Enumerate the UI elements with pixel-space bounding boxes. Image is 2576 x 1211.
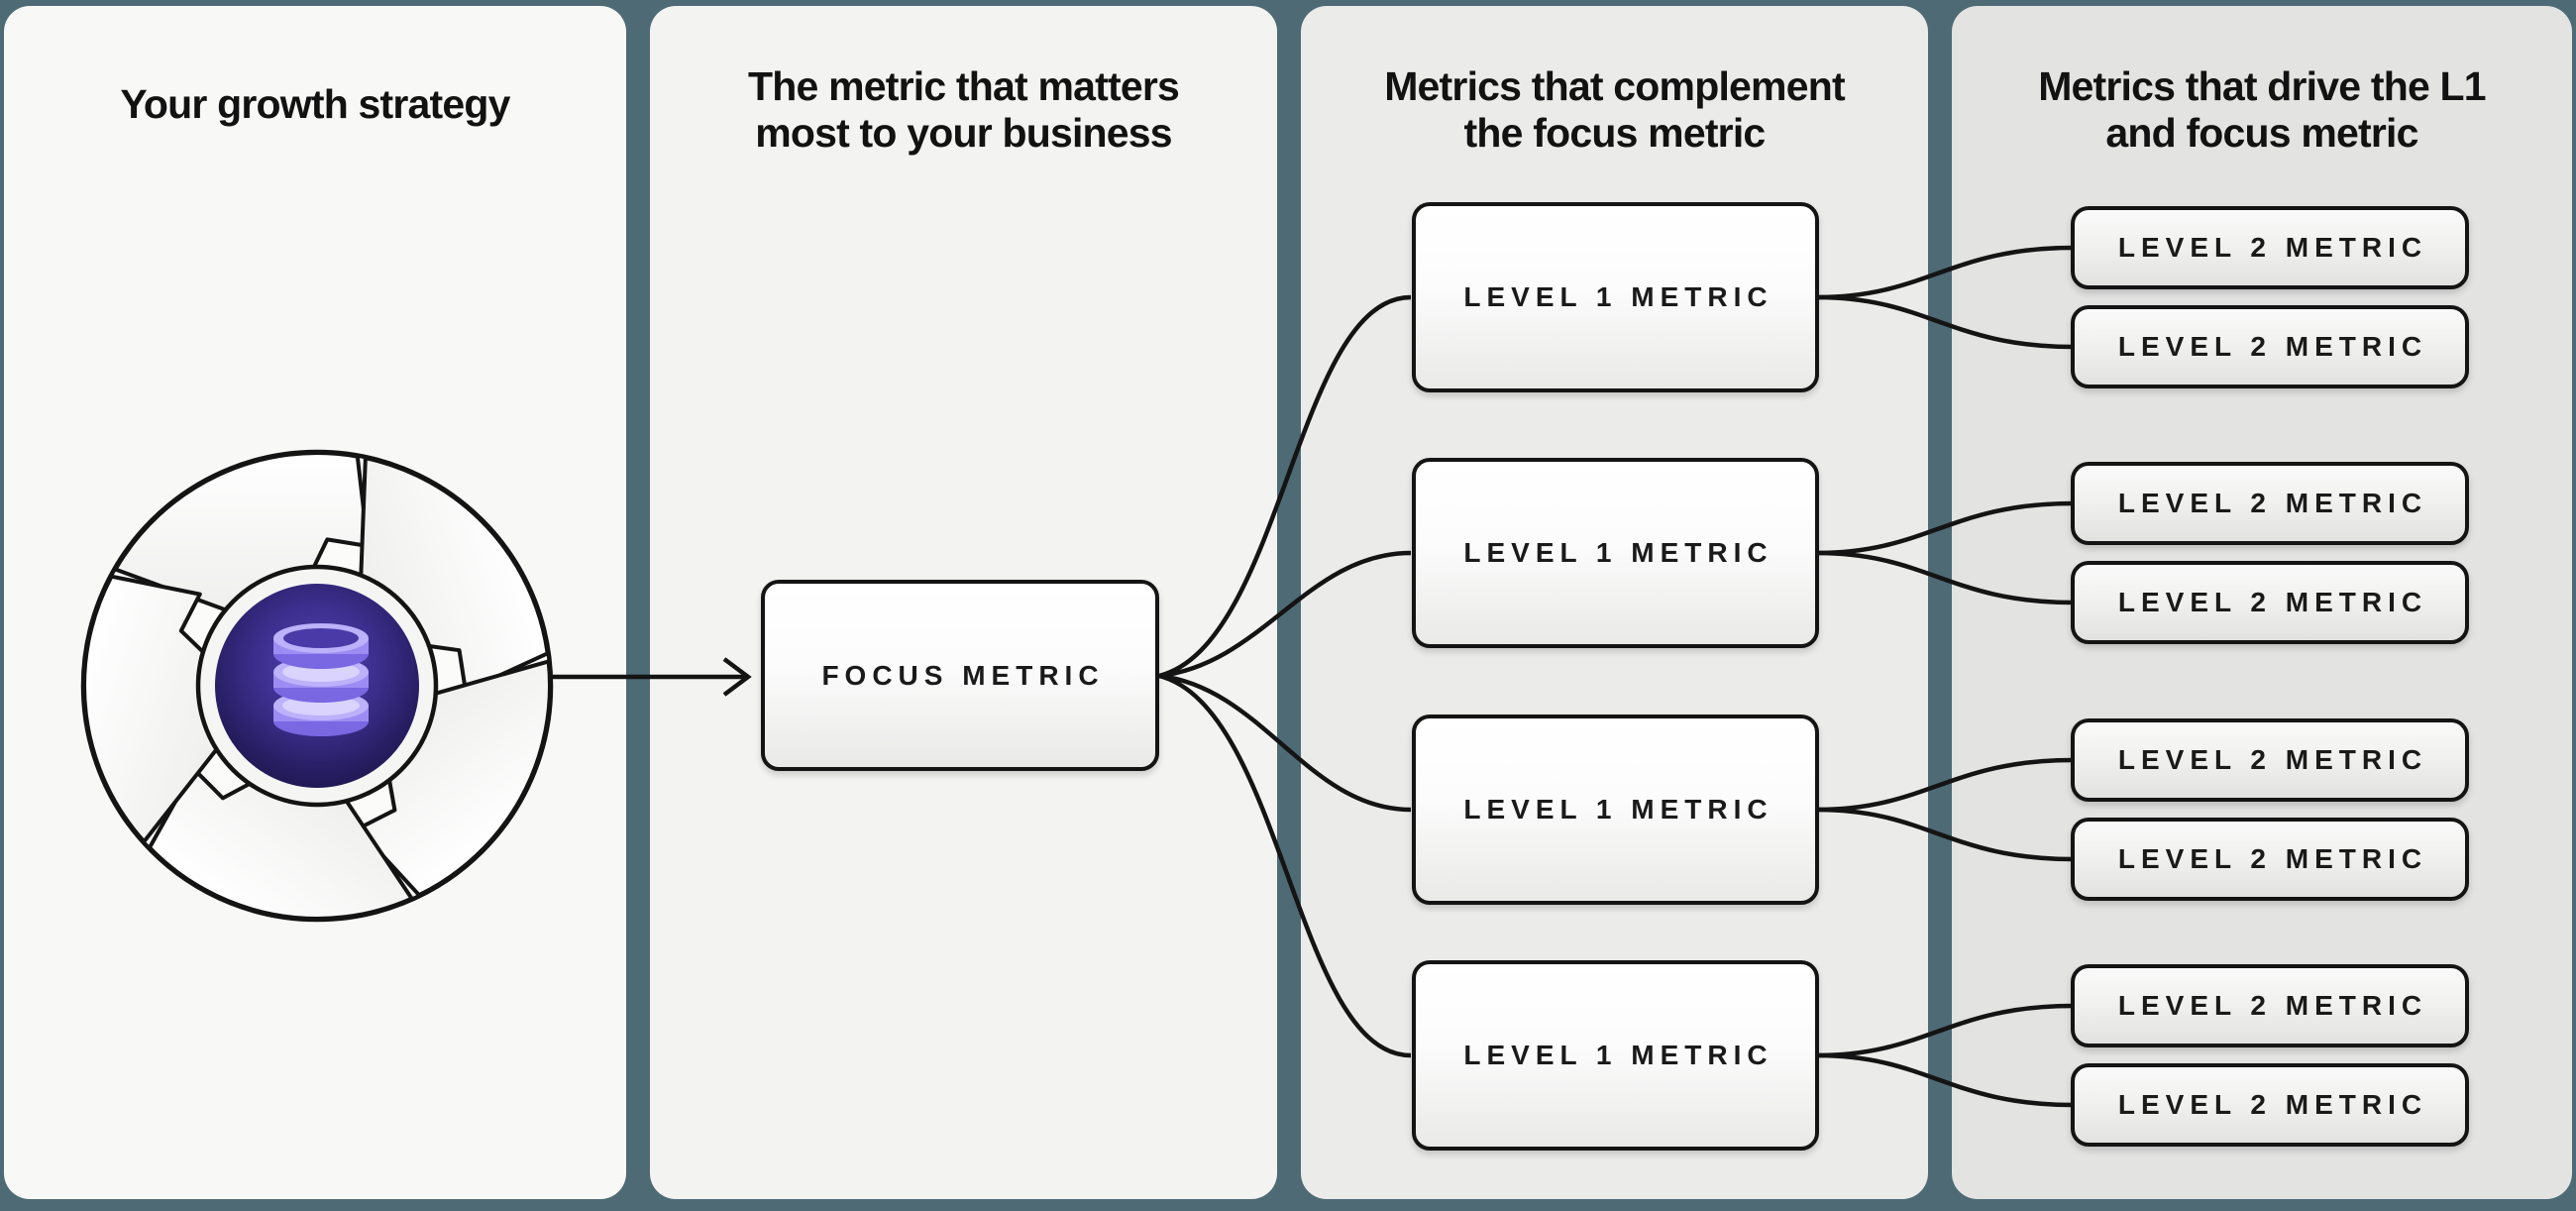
level2-metric-box-1: LEVEL 2 METRIC [2071, 206, 2469, 289]
panel-level2-metrics-title: Metrics that drive the L1 and focus metr… [1952, 63, 2572, 157]
focus-metric-label: FOCUS METRIC [821, 659, 1105, 691]
level1-metric-label: LEVEL 1 METRIC [1463, 794, 1773, 825]
panel-focus-metric-title-line2: most to your business [755, 110, 1172, 156]
focus-metric-box: FOCUS METRIC [761, 580, 1159, 771]
level2-metric-box-5: LEVEL 2 METRIC [2071, 718, 2469, 802]
panel-level1-metrics-title: Metrics that complement the focus metric [1301, 63, 1928, 157]
level2-metric-box-4: LEVEL 2 METRIC [2071, 561, 2469, 644]
level2-metric-label: LEVEL 2 METRIC [2117, 232, 2428, 263]
level1-metric-box-4: LEVEL 1 METRIC [1412, 960, 1819, 1151]
panel-focus-metric-title: The metric that matters most to your bus… [650, 63, 1277, 157]
panel-level2-metrics-title-line1: Metrics that drive the L1 [2038, 63, 2486, 109]
panel-level1-metrics-title-line1: Metrics that complement [1384, 63, 1845, 109]
level1-metric-label: LEVEL 1 METRIC [1463, 537, 1773, 568]
panel-growth-strategy: Your growth strategy [4, 6, 626, 1199]
level2-metric-box-2: LEVEL 2 METRIC [2071, 305, 2469, 388]
level2-metric-box-6: LEVEL 2 METRIC [2071, 818, 2469, 901]
panel-focus-metric-title-line1: The metric that matters [747, 63, 1180, 109]
panel-growth-strategy-title: Your growth strategy [120, 81, 510, 127]
level2-metric-box-3: LEVEL 2 METRIC [2071, 462, 2469, 545]
level1-metric-box-3: LEVEL 1 METRIC [1412, 715, 1819, 905]
level2-metric-label: LEVEL 2 METRIC [2117, 488, 2428, 518]
level2-metric-box-8: LEVEL 2 METRIC [2071, 1063, 2469, 1147]
level2-metric-label: LEVEL 2 METRIC [2117, 1089, 2428, 1120]
level1-metric-label: LEVEL 1 METRIC [1463, 1040, 1773, 1070]
level2-metric-label: LEVEL 2 METRIC [2117, 331, 2428, 362]
level2-metric-label: LEVEL 2 METRIC [2117, 843, 2428, 874]
level1-metric-box-2: LEVEL 1 METRIC [1412, 458, 1819, 648]
level2-metric-label: LEVEL 2 METRIC [2117, 990, 2428, 1021]
level2-metric-label: LEVEL 2 METRIC [2117, 587, 2428, 617]
level1-metric-box-1: LEVEL 1 METRIC [1412, 202, 1819, 392]
panel-level2-metrics-title-line2: and focus metric [2105, 110, 2418, 156]
level1-metric-label: LEVEL 1 METRIC [1463, 281, 1773, 312]
level2-metric-box-7: LEVEL 2 METRIC [2071, 964, 2469, 1047]
panel-level1-metrics-title-line2: the focus metric [1463, 110, 1767, 156]
level2-metric-label: LEVEL 2 METRIC [2117, 744, 2428, 775]
